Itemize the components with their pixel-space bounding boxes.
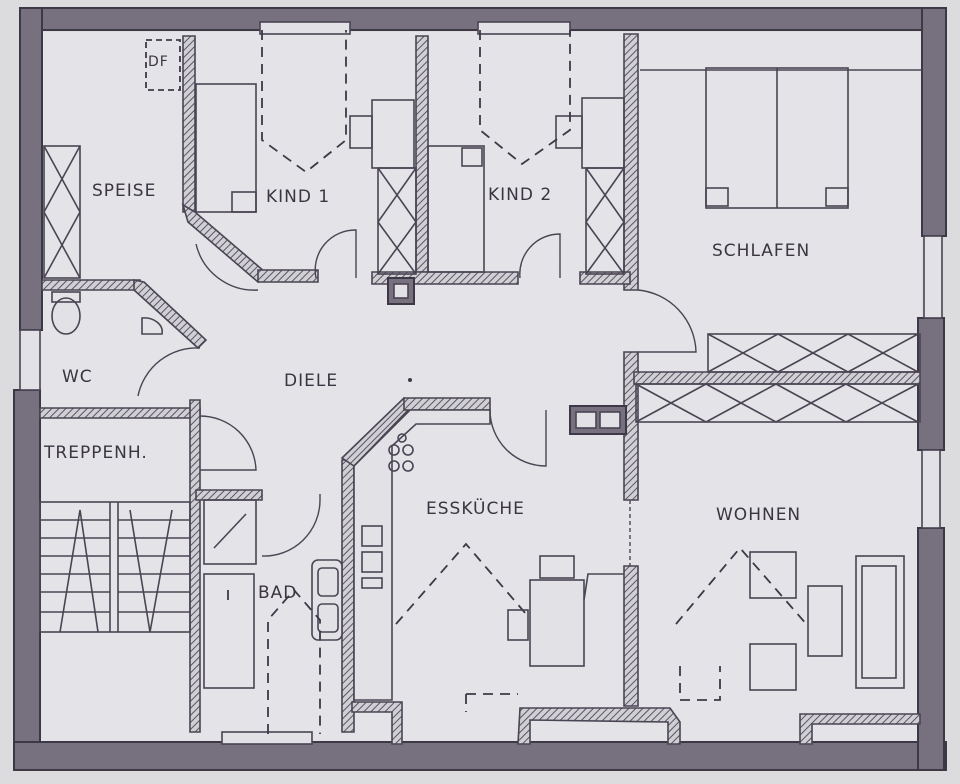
room-label-kind2: KIND 2 [488, 185, 552, 205]
room-label-kind1: KIND 1 [266, 187, 330, 207]
outer-walls [13, 7, 947, 771]
room-label-schlafen: SCHLAFEN [712, 241, 810, 261]
interior-walls [39, 33, 921, 745]
room-label-treppenhaus: TREPPENH. [43, 443, 148, 463]
furniture [39, 30, 922, 734]
room-label-wohnen: WOHNEN [716, 505, 801, 525]
room-labels: SPEISE KIND 1 KIND 2 SCHLAFEN WC DIELE T… [43, 54, 810, 603]
skylight-label: DF [148, 54, 169, 70]
room-label-esskueche: ESSKÜCHE [426, 497, 525, 519]
room-label-wc: WC [62, 367, 93, 387]
room-label-bad: BAD [258, 583, 297, 603]
doors [137, 229, 697, 566]
built-in-wardrobes [43, 145, 921, 423]
plan-floor [38, 32, 922, 744]
room-label-diele: DIELE [284, 371, 338, 391]
center-dot [408, 378, 412, 382]
room-label-speise: SPEISE [92, 181, 156, 201]
